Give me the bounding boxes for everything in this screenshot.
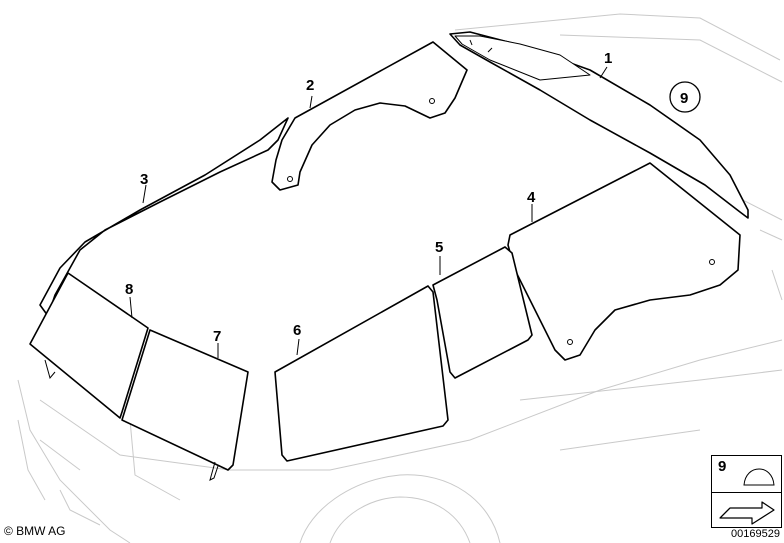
glass-panel-2: [271, 41, 468, 191]
part-labels: 1 2 3 4 5 6 7 8: [125, 50, 612, 345]
glass-panel-5: [432, 246, 533, 379]
vehicle-outline: [17, 13, 783, 543]
glass-panel-3: [39, 117, 289, 317]
callout-9-label: 9: [680, 90, 688, 107]
glass-panel-4: [507, 162, 741, 361]
label-part-4: 4: [527, 189, 536, 206]
glass-panel-6: [274, 285, 449, 462]
label-part-7: 7: [213, 328, 221, 345]
label-part-1: 1: [604, 50, 612, 67]
glass-panel-7: [121, 329, 249, 481]
label-part-8: 8: [125, 281, 133, 298]
legend-number: 9: [718, 458, 727, 475]
label-part-3: 3: [140, 171, 148, 188]
label-part-6: 6: [293, 322, 301, 339]
leader-lines: [129, 66, 608, 358]
dome-cap-icon: [743, 468, 775, 486]
glass-panel-1: [449, 31, 749, 219]
glass-panel-8: [29, 272, 149, 419]
label-part-5: 5: [435, 239, 443, 256]
callout-9: 9: [669, 81, 701, 113]
legend-box: 9: [711, 455, 782, 528]
diagram-id: 00169529: [731, 528, 780, 540]
arrow-icon: [719, 501, 775, 525]
legend-divider: [712, 492, 781, 493]
label-part-2: 2: [306, 77, 314, 94]
copyright-text: © BMW AG: [4, 524, 66, 538]
